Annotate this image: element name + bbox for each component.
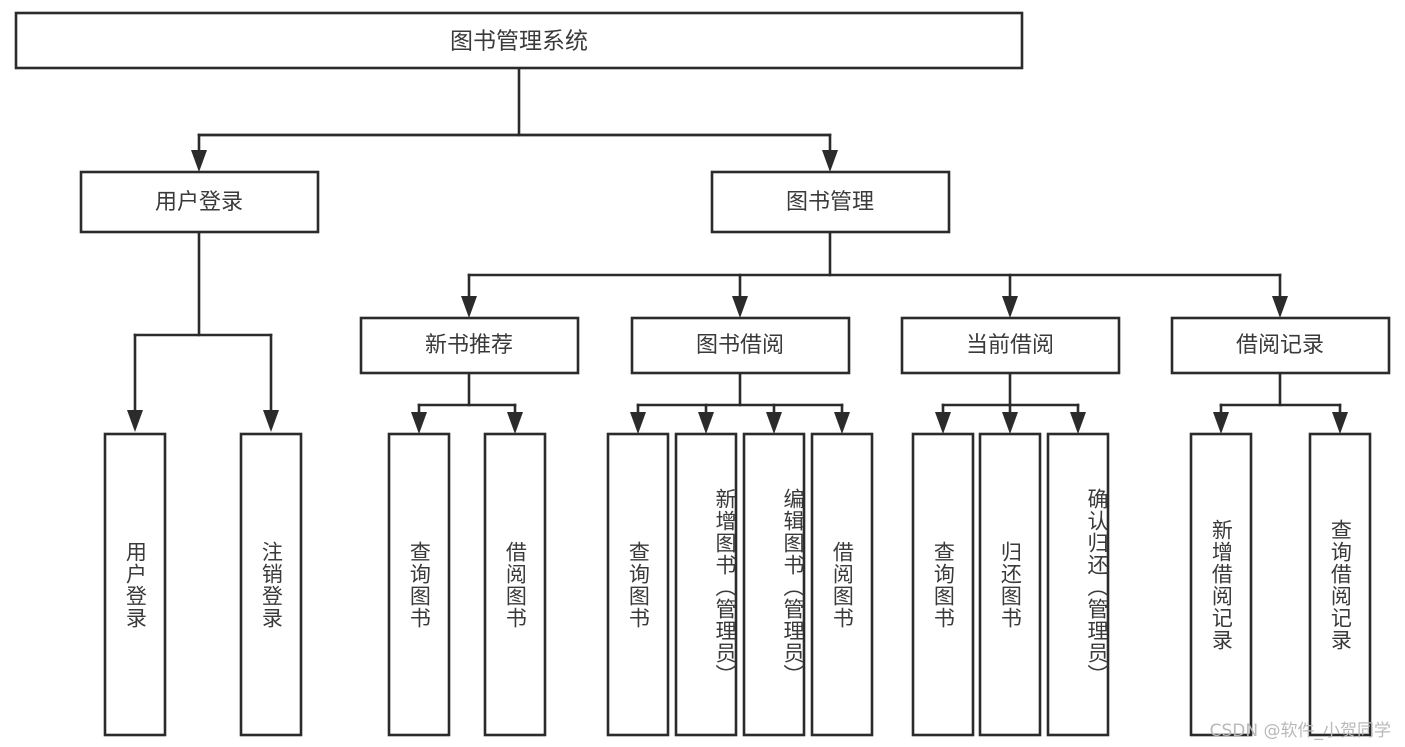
node-leaf-new-book-1[interactable] — [483, 432, 547, 737]
node-leaf-current-borrow-2[interactable] — [1046, 432, 1110, 737]
node-book-manage[interactable]: 图书管理 — [710, 170, 951, 234]
connector-borrow-record-children — [1213, 371, 1348, 434]
node-leaf-new-book-0[interactable] — [387, 432, 451, 737]
node-leaf-borrow-record-1[interactable] — [1308, 432, 1372, 737]
node-leaf-current-borrow-0[interactable] — [911, 432, 975, 737]
node-book-manage-label: 图书管理 — [786, 190, 874, 215]
node-user-login[interactable]: 用户登录 — [79, 170, 320, 234]
node-current-borrow-label: 当前借阅 — [966, 333, 1054, 358]
node-leaf-book-borrow-3[interactable] — [810, 432, 874, 737]
node-user-login-label: 用户登录 — [155, 190, 243, 215]
connector-current-borrow-children — [935, 371, 1086, 434]
node-leaf-current-borrow-1[interactable] — [978, 432, 1042, 737]
arrow-to-book-manage — [822, 150, 838, 172]
node-borrow-record-label: 借阅记录 — [1236, 333, 1324, 358]
node-book-borrow[interactable]: 图书借阅 — [630, 316, 851, 375]
node-root-label: 图书管理系统 — [450, 29, 588, 55]
node-new-book-recommend-label: 新书推荐 — [425, 333, 513, 358]
node-new-book-recommend[interactable]: 新书推荐 — [359, 316, 580, 375]
connector-book-manage-children — [461, 230, 1288, 318]
node-leaf-book-borrow-0[interactable] — [606, 432, 670, 737]
node-leaf-borrow-record-0[interactable] — [1189, 432, 1253, 737]
arrow-to-user-login — [191, 150, 207, 172]
node-leaf-user-login-0[interactable] — [103, 432, 167, 737]
connector-new-book-children — [411, 371, 523, 434]
node-book-borrow-label: 图书借阅 — [696, 333, 784, 358]
node-borrow-record[interactable]: 借阅记录 — [1170, 316, 1391, 375]
node-leaf-book-borrow-2[interactable] — [742, 432, 806, 737]
connector-root-to-level2 — [197, 66, 1335, 137]
node-root[interactable]: 图书管理系统 — [14, 11, 1024, 70]
connector-user-login-children — [127, 230, 279, 432]
node-leaf-book-borrow-1[interactable] — [674, 432, 738, 737]
csdn-watermark: CSDN @软件_小贺同学 — [1209, 721, 1391, 741]
connector-book-borrow-children — [630, 371, 850, 434]
connector-lines-main — [197, 128, 1405, 162]
node-leaf-user-login-1[interactable] — [239, 432, 303, 737]
node-current-borrow[interactable]: 当前借阅 — [900, 316, 1121, 375]
